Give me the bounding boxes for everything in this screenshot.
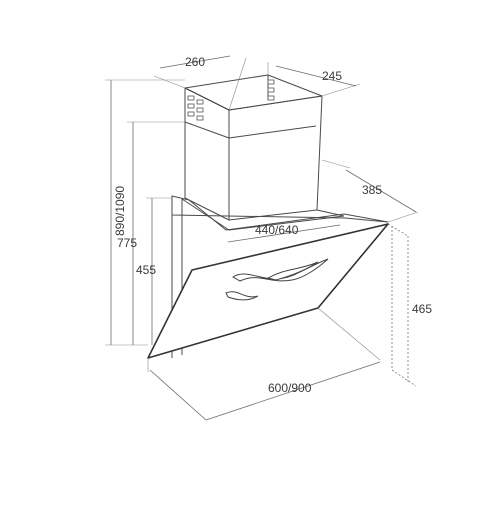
- glass-panel: [147, 223, 389, 359]
- label-chimney-width: 260: [185, 55, 205, 69]
- dim-glass-drop: 465: [387, 223, 432, 387]
- dim-projection-depth: 385: [321, 159, 419, 223]
- label-chimney-adjust: 440/640: [255, 223, 299, 237]
- label-hood-width: 600/900: [268, 381, 312, 395]
- label-height-775: 775: [117, 236, 137, 250]
- label-projection-depth: 385: [362, 183, 382, 197]
- label-glass-drop: 465: [412, 302, 432, 316]
- vent-slots-left: [187, 95, 204, 121]
- dim-total-height: 890/1090: [105, 79, 185, 346]
- dim-height-455: 455: [136, 197, 172, 345]
- label-chimney-depth: 245: [322, 69, 342, 83]
- dim-chimney-width: 260: [153, 55, 247, 111]
- glass-swoosh-lower: [225, 291, 259, 301]
- dim-hood-width: 600/900: [147, 307, 381, 421]
- dim-chimney-depth: 245: [267, 62, 361, 97]
- dim-chimney-adjust: 440/640: [227, 223, 341, 243]
- vent-slots-back: [267, 79, 275, 101]
- dim-height-775: 775: [117, 121, 185, 345]
- glass-swoosh-middle: [266, 261, 319, 281]
- label-total-height: 890/1090: [113, 186, 127, 236]
- label-height-455: 455: [136, 263, 156, 277]
- chimney-cover: [184, 74, 323, 221]
